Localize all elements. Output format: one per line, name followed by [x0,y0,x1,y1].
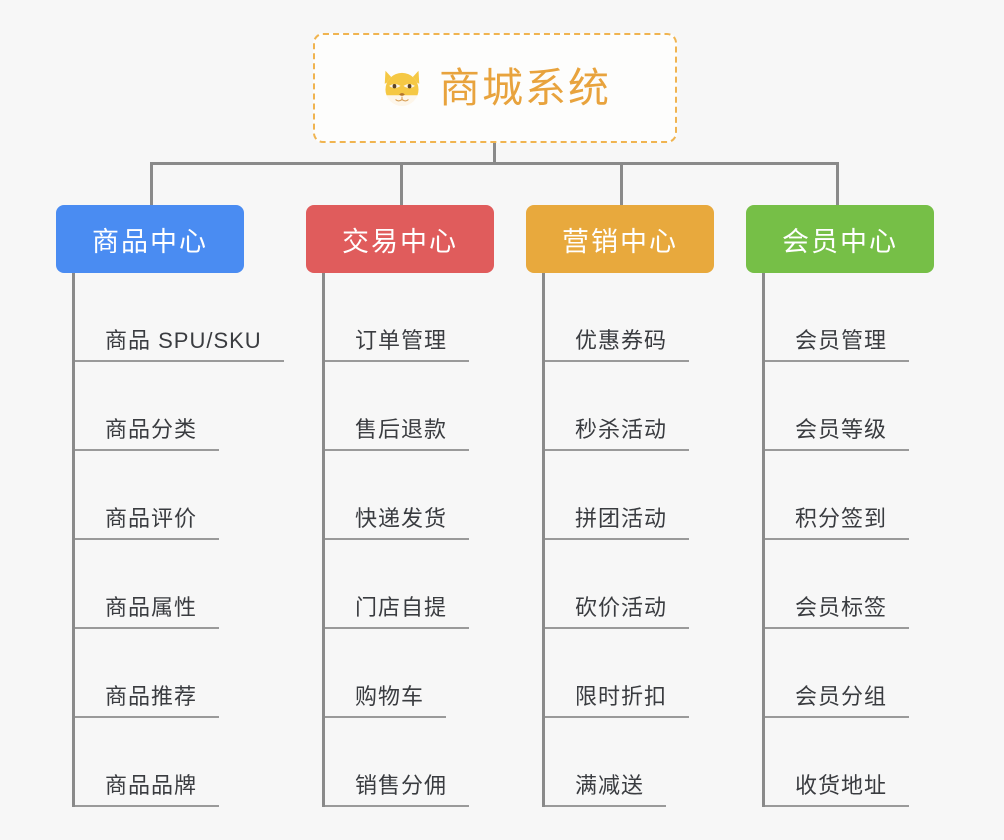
leaf-label: 会员管理 [765,328,910,362]
leaf-item[interactable]: 限时折扣 [545,629,756,718]
leaf-label: 限时折扣 [545,684,690,718]
leaf-label: 商品评价 [75,506,220,540]
leaf-label: 商品属性 [75,595,220,629]
leaf-label: 商品分类 [75,417,220,451]
category-node-marketing-center[interactable]: 营销中心 [526,205,714,273]
leaf-item[interactable]: 积分签到 [765,451,976,540]
leaf-item[interactable]: 订单管理 [325,273,536,362]
connector-drop-4 [836,162,839,206]
connector-horizontal-bus [150,162,839,165]
leaf-trunk: 会员管理 会员等级 积分签到 会员标签 会员分组 收货地址 [762,273,976,807]
leaf-label: 会员分组 [765,684,910,718]
category-node-transaction-center[interactable]: 交易中心 [306,205,494,273]
leaf-label: 商品品牌 [75,773,220,807]
leaf-item[interactable]: 商品分类 [75,362,286,451]
leaf-label: 订单管理 [325,328,470,362]
leaf-trunk: 优惠券码 秒杀活动 拼团活动 砍价活动 限时折扣 满减送 [542,273,756,807]
leaf-label: 收货地址 [765,773,910,807]
category-node-member-center[interactable]: 会员中心 [746,205,934,273]
leaf-label: 秒杀活动 [545,417,690,451]
leaf-item[interactable]: 购物车 [325,629,536,718]
leaf-label: 门店自提 [325,595,470,629]
shiba-dog-face-icon [384,70,420,106]
connector-drop-2 [400,162,403,206]
leaf-item[interactable]: 秒杀活动 [545,362,756,451]
leaf-item[interactable]: 会员分组 [765,629,976,718]
leaf-label: 快递发货 [325,506,470,540]
leaf-label: 会员标签 [765,595,910,629]
category-label: 会员中心 [782,226,898,257]
connector-drop-3 [620,162,623,206]
root-node-title: 商城系统 [439,64,611,111]
leaf-item[interactable]: 拼团活动 [545,451,756,540]
leaf-item[interactable]: 售后退款 [325,362,536,451]
leaf-item[interactable]: 销售分佣 [325,718,536,807]
leaf-trunk: 商品 SPU/SKU 商品分类 商品评价 商品属性 商品推荐 商品品牌 [72,273,286,807]
leaf-item[interactable]: 收货地址 [765,718,976,807]
leaf-label: 商品 SPU/SKU [75,328,284,362]
leaf-label: 砍价活动 [545,595,690,629]
leaf-item[interactable]: 满减送 [545,718,756,807]
leaf-item[interactable]: 商品属性 [75,540,286,629]
leaf-item[interactable]: 会员管理 [765,273,976,362]
leaf-item[interactable]: 会员等级 [765,362,976,451]
category-label: 营销中心 [562,226,678,257]
category-node-product-center[interactable]: 商品中心 [56,205,244,273]
branch-column-member-center: 会员中心 会员管理 会员等级 积分签到 会员标签 会员分组 收货地址 [746,205,976,807]
leaf-item[interactable]: 会员标签 [765,540,976,629]
leaf-label: 拼团活动 [545,506,690,540]
leaf-item[interactable]: 优惠券码 [545,273,756,362]
branch-column-transaction-center: 交易中心 订单管理 售后退款 快递发货 门店自提 购物车 销售分佣 [306,205,536,807]
connector-drop-1 [150,162,153,206]
leaf-item[interactable]: 砍价活动 [545,540,756,629]
leaf-label: 销售分佣 [325,773,470,807]
leaf-label: 积分签到 [765,506,910,540]
leaf-label: 优惠券码 [545,328,690,362]
leaf-label: 满减送 [545,773,667,807]
leaf-label: 商品推荐 [75,684,220,718]
branch-column-product-center: 商品中心 商品 SPU/SKU 商品分类 商品评价 商品属性 商品推荐 商品品牌 [56,205,286,807]
leaf-item[interactable]: 商品品牌 [75,718,286,807]
leaf-item[interactable]: 商品 SPU/SKU [75,273,286,362]
leaf-label: 售后退款 [325,417,470,451]
connector-root-stem [493,143,496,164]
branch-column-marketing-center: 营销中心 优惠券码 秒杀活动 拼团活动 砍价活动 限时折扣 满减送 [526,205,756,807]
category-label: 商品中心 [92,226,208,257]
leaf-trunk: 订单管理 售后退款 快递发货 门店自提 购物车 销售分佣 [322,273,536,807]
leaf-item[interactable]: 快递发货 [325,451,536,540]
root-node-mall-system[interactable]: 商城系统 [313,33,677,143]
leaf-item[interactable]: 商品推荐 [75,629,286,718]
leaf-label: 购物车 [325,684,447,718]
category-label: 交易中心 [342,226,458,257]
leaf-item[interactable]: 门店自提 [325,540,536,629]
leaf-label: 会员等级 [765,417,910,451]
leaf-item[interactable]: 商品评价 [75,451,286,540]
